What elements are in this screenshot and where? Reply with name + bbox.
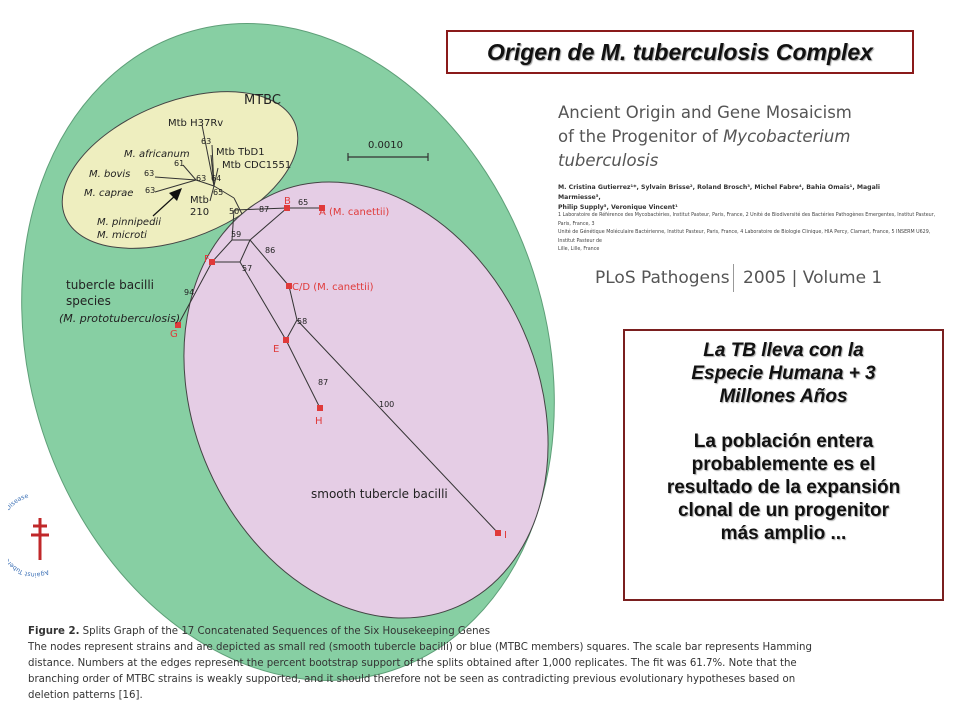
node-F bbox=[209, 259, 215, 265]
mtbc-ellipse bbox=[61, 91, 299, 249]
affil-line-2: Unité de Génétique Moléculaire Bactérien… bbox=[558, 230, 931, 244]
paper-title-line-2: of the Progenitor of Mycobacterium bbox=[558, 125, 888, 149]
strain-mtb210-b: 210 bbox=[190, 207, 209, 218]
slide-title: Origen de M. tuberculosis Complex bbox=[487, 38, 873, 65]
node-G bbox=[175, 322, 181, 328]
mtbc-support-63d: 63 bbox=[145, 186, 155, 195]
mtbc-support-65: 65 bbox=[213, 188, 223, 197]
strain-pinnipedii: M. pinnipedii bbox=[97, 217, 161, 228]
node-E bbox=[283, 337, 289, 343]
node-label-G: G bbox=[170, 329, 178, 340]
strain-caprae: M. caprae bbox=[84, 188, 133, 199]
mtbc-label: MTBC bbox=[244, 93, 281, 108]
scale-bar bbox=[347, 153, 429, 161]
outer-label-1: tubercle bacilli bbox=[66, 278, 154, 292]
support-100: 100 bbox=[379, 400, 394, 409]
strain-bovis: M. bovis bbox=[89, 169, 130, 180]
support-50: 50 bbox=[229, 207, 239, 216]
smooth-nodes bbox=[175, 205, 501, 536]
mtbc-support-64: 64 bbox=[211, 174, 221, 183]
slide-title-box: Origen de M. tuberculosis Complex bbox=[446, 30, 914, 74]
mtbc-support-63b: 63 bbox=[144, 169, 154, 178]
paper-title-line-1: Ancient Origin and Gene Mosaicism bbox=[558, 103, 852, 122]
info-line-2: Especie Humana + 3 bbox=[691, 363, 876, 384]
info-line-5: probablemente es el bbox=[691, 454, 876, 475]
outer-label-2: species bbox=[66, 294, 111, 308]
figure-caption: Figure 2. Splits Graph of the 17 Concate… bbox=[28, 624, 878, 704]
node-B bbox=[284, 205, 290, 211]
journal-banner: PLoS Pathogens 2005 | Volume 1 bbox=[583, 262, 883, 298]
paper-title-line-2b: Mycobacterium bbox=[723, 127, 851, 146]
mtbc-arrow bbox=[152, 188, 182, 217]
node-I bbox=[495, 530, 501, 536]
node-label-I: I bbox=[504, 530, 507, 541]
tb-union-logo: Against Tuberculosis and Lung Disease bbox=[8, 493, 50, 578]
mtbc-support-63a: 63 bbox=[201, 137, 211, 146]
support-87b: 87 bbox=[318, 378, 328, 387]
mtbc-support-63c: 63 bbox=[196, 174, 206, 183]
smooth-bacilli-ellipse bbox=[183, 181, 549, 619]
node-label-B: B bbox=[284, 196, 291, 207]
paper-title-line-3-text: tuberculosis bbox=[558, 151, 659, 170]
support-57: 57 bbox=[242, 264, 252, 273]
node-label-E: E bbox=[273, 344, 279, 355]
info-line-7: clonal de un progenitor bbox=[677, 500, 890, 521]
strain-h37rv: Mtb H37Rv bbox=[168, 118, 223, 129]
node-label-F: F bbox=[204, 254, 210, 265]
mtbc-tree bbox=[154, 124, 243, 215]
authors-line-1: M. Cristina Gutierrez¹*, Sylvain Brisse²… bbox=[558, 184, 881, 201]
support-94: 94 bbox=[184, 288, 194, 297]
mtbc-support-61: 61 bbox=[174, 159, 184, 168]
support-65: 65 bbox=[298, 198, 308, 207]
smooth-tree bbox=[177, 207, 499, 534]
affil-line-1: 1 Laboratoire de Référence des Mycobacté… bbox=[558, 213, 936, 227]
info-line-8: más amplio ... bbox=[720, 523, 847, 544]
strain-tbd1: Mtb TbD1 bbox=[216, 147, 265, 158]
node-CD bbox=[286, 283, 292, 289]
caption-line-2: distance. Numbers at the edges represent… bbox=[28, 658, 797, 669]
info-line-4: La población entera bbox=[693, 431, 874, 452]
paper-affiliations: 1 Laboratoire de Référence des Mycobacté… bbox=[558, 212, 938, 255]
paper-title-line-2a: of the Progenitor of bbox=[558, 127, 724, 146]
strain-microti: M. microti bbox=[97, 230, 147, 241]
paper-title-line-3: tuberculosis bbox=[558, 149, 888, 173]
caption-line-3: branching order of MTBC strains is weakl… bbox=[28, 674, 796, 685]
node-label-H: H bbox=[315, 416, 323, 427]
outer-label-3: (M. prototuberculosis) bbox=[59, 312, 180, 325]
info-box: La TB lleva con la Especie Humana + 3 Mi… bbox=[623, 329, 944, 601]
strain-cdc1551: Mtb CDC1551 bbox=[222, 160, 291, 171]
support-58: 58 bbox=[297, 317, 307, 326]
info-line-1: La TB lleva con la bbox=[703, 340, 864, 361]
info-gap bbox=[629, 408, 938, 430]
journal-name: PLoS Pathogens bbox=[595, 268, 730, 288]
affil-line-3: Lille, Lille, France bbox=[558, 247, 600, 252]
support-87a: 87 bbox=[259, 205, 269, 214]
caption-line-1: The nodes represent strains and are depi… bbox=[28, 642, 812, 653]
scale-value: 0.0010 bbox=[368, 140, 403, 151]
info-line-3: Millones Años bbox=[719, 386, 848, 407]
strain-mtb210-a: Mtb bbox=[190, 195, 209, 206]
strain-africanum: M. africanum bbox=[124, 149, 190, 160]
node-label-CD: C/D (M. canettii) bbox=[292, 282, 374, 293]
paper-title: Ancient Origin and Gene Mosaicism of the… bbox=[558, 101, 888, 173]
journal-year-volume: 2005 | Volume 1 bbox=[743, 268, 883, 288]
support-86: 86 bbox=[265, 246, 275, 255]
smooth-label: smooth tubercle bacilli bbox=[311, 487, 448, 501]
journal-separator bbox=[733, 264, 734, 292]
caption-line-4: deletion patterns [16]. bbox=[28, 690, 143, 701]
authors-line-2: Philip Supply⁵, Veronique Vincent¹ bbox=[558, 204, 678, 211]
lorraine-cross-icon bbox=[31, 518, 49, 560]
support-59: 59 bbox=[231, 230, 241, 239]
caption-title-rest: Splits Graph of the 17 Concatenated Sequ… bbox=[79, 626, 491, 637]
caption-title: Figure 2. bbox=[28, 626, 80, 637]
node-A bbox=[319, 205, 325, 211]
node-label-A: A (M. canettii) bbox=[319, 207, 389, 218]
info-line-6: resultado de la expansión bbox=[666, 477, 901, 498]
caption-title-line: Figure 2. Splits Graph of the 17 Concate… bbox=[28, 624, 878, 640]
node-H bbox=[317, 405, 323, 411]
paper-authors: M. Cristina Gutierrez¹*, Sylvain Brisse²… bbox=[558, 183, 888, 213]
